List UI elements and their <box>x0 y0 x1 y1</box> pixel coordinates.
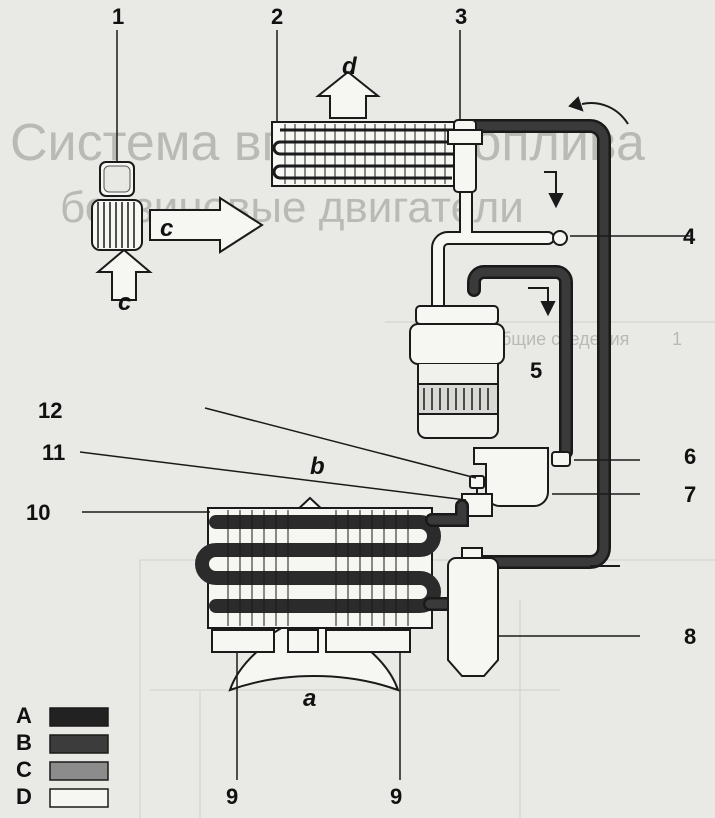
callout-5: 5 <box>530 358 542 383</box>
receiver-drier-assembly <box>473 447 571 507</box>
legend-swatch-d <box>49 788 109 808</box>
airflow-c-main-arrow <box>149 196 264 254</box>
callout-12: 12 <box>38 398 62 423</box>
callout-7: 7 <box>684 482 696 507</box>
bg-section-number: 1 <box>672 329 682 349</box>
temperature-sensor <box>469 475 485 489</box>
leader-lines <box>79 30 690 780</box>
airflow-c-lower-arrow <box>95 248 153 301</box>
callout-11: 11 <box>42 440 65 465</box>
flow-label-c-lower: c <box>118 289 131 316</box>
callout-9-left: 9 <box>226 784 238 809</box>
callout-3: 3 <box>455 4 467 29</box>
callout-1: 1 <box>112 4 124 29</box>
flow-label-b: b <box>310 453 325 480</box>
legend-swatch-c <box>49 761 109 781</box>
blower-fan-left <box>211 629 275 653</box>
callout-8: 8 <box>684 624 696 649</box>
legend-swatch-a <box>49 707 109 727</box>
service-valve-low <box>551 451 571 467</box>
flow-label-c-main: c <box>160 215 173 242</box>
legend-swatch-b <box>49 734 109 754</box>
auxiliary-fan <box>91 161 143 251</box>
callout-4: 4 <box>683 224 696 249</box>
expansion-valve <box>461 475 493 517</box>
accumulator <box>447 547 499 677</box>
legend-label-c: C <box>16 757 32 782</box>
blower-fans <box>211 629 411 653</box>
bg-section-title: Общие сведения <box>487 329 629 349</box>
service-valve-high <box>552 230 568 246</box>
callout-10: 10 <box>26 500 50 525</box>
flow-label-d: d <box>342 53 358 80</box>
blower-fan-right <box>325 629 411 653</box>
legend: A B C D <box>16 703 109 809</box>
flow-label-a: a <box>303 685 316 712</box>
legend-label-d: D <box>16 784 32 809</box>
legend-label-b: B <box>16 730 32 755</box>
legend-label-a: A <box>16 703 32 728</box>
callout-9-right: 9 <box>390 784 402 809</box>
flow-direction-arrows <box>528 96 629 567</box>
low-pressure-pipes <box>431 181 555 315</box>
compressor <box>409 305 505 439</box>
condenser <box>271 121 461 187</box>
airflow-d-arrow <box>315 70 381 119</box>
high-pressure-pipes <box>463 119 611 569</box>
callout-numbers: 1 2 3 4 5 6 7 8 9 9 10 11 12 <box>26 4 696 809</box>
callout-6: 6 <box>684 444 696 469</box>
pressure-switch <box>447 119 483 193</box>
flow-letters: a b c c d <box>118 53 358 712</box>
evaporator <box>195 507 441 629</box>
callout-2: 2 <box>271 4 283 29</box>
